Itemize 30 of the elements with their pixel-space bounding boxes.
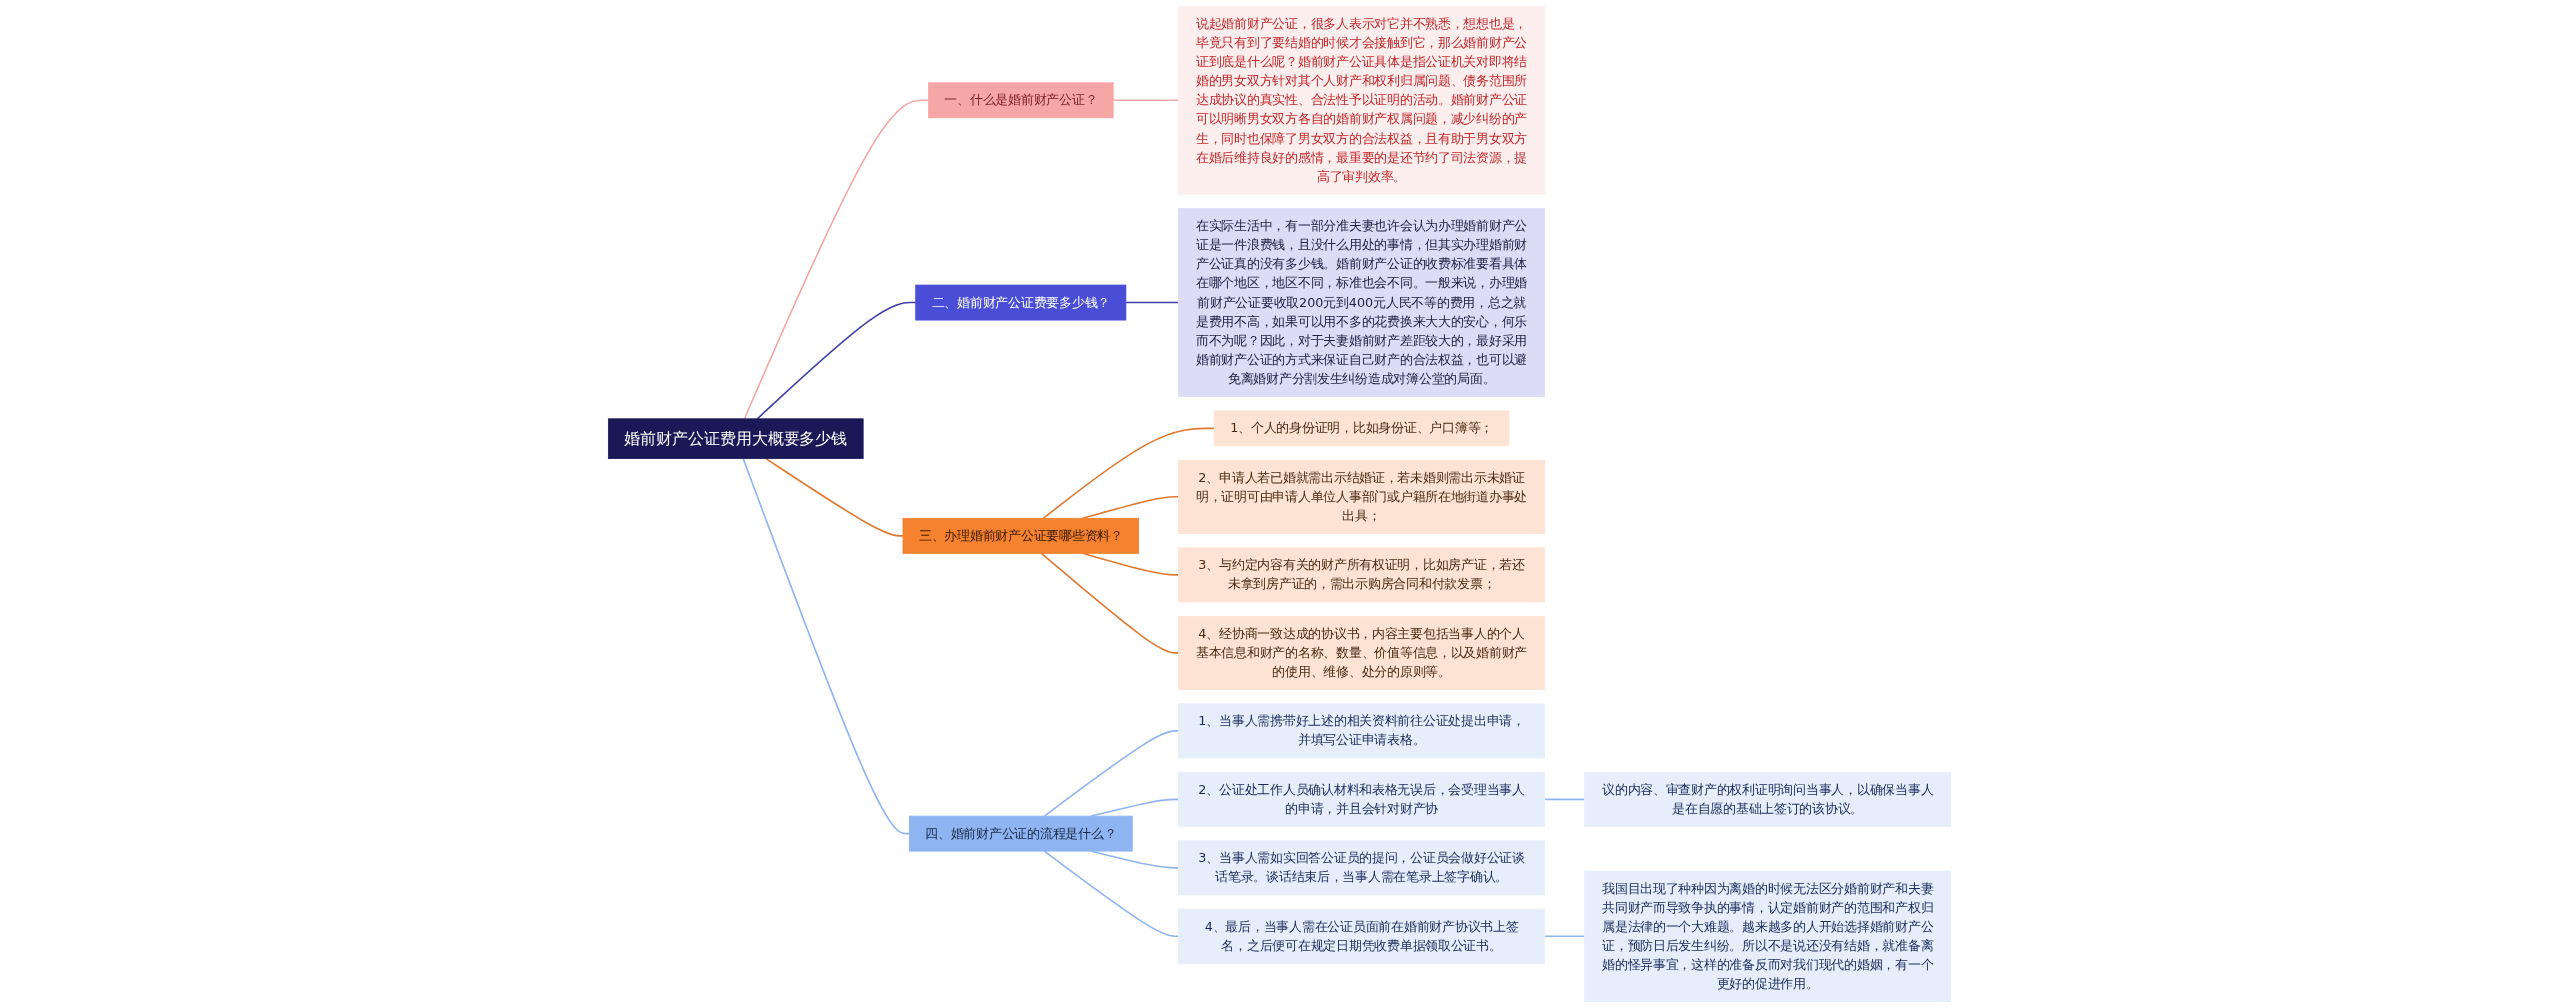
connector [1112,99,1180,102]
node-box: 3、与约定内容有关的财产所有权证明，比如房产证，若还未拿到房产证的，需出示购房合同和付款发票； [1178,547,1546,603]
connector [1043,730,1180,817]
connector [1125,301,1180,304]
node-box: 1、当事人需携带好上述的相关资料前往公证处提出申请，并填写公证申请表格。 [1178,703,1546,759]
connector [744,99,930,420]
node-box: 三、办理婚前财产公证要哪些资料？ [903,517,1140,554]
node-box: 3、当事人需如实回答公证员的提问，公证员会做好公证谈话笔录。谈话结束后，当事人需在笔录上签字确认。 [1178,840,1546,896]
node-box: 2、公证处工作人员确认材料和表格无误后，会受理当事人的申请，并且会针对财产协 [1178,771,1546,827]
node-box: 1、个人的身份证明，比如身份证、户口簿等； [1214,410,1510,447]
node-box: 在实际生活中，有一部分准夫妻也许会认为办理婚前财产公证是一件浪费钱，且没什么用处的事情，但其实办理婚前财产公证真的没有多少钱。婚前财产公证的收费标准要看具体在哪个地区，地区不同，标准也会不同。一般来说，办理婚前财产公证要收取200元到400元人民不等的费用，总之就是费用不高，如果可以用不多的花费换来大大的安心，何乐而不为呢？因此，对于夫妻婚前财产差距较大的，最好采用婚前财产公证的方式来保证自己财产的合法权益，也可以避免离婚财产分割发生纠纷造成对簿公堂的局面。 [1178,208,1546,397]
connector [742,457,911,835]
connector [756,301,917,420]
node-box: 四、婚前财产公证的流程是什么？ [909,815,1134,852]
node-box: 说起婚前财产公证，很多人表示对它并不熟悉，想想也是，毕竟只有到了要结婚的时候才会接触到它，那么婚前财产公证到底是什么呢？婚前财产公证具体是指公证机关对即将结婚的男女双方针对其个人财产和权利归属问题、债务范围所达成协议的真实性、合法性予以证明的活动。婚前财产公证可以明晰男女双方各自的婚前财产权属问题，减少纠纷的产生，同时也保障了男女双方的合法权益，且有助于男女双方在婚后维持良好的感情，最重要的是还节约了司法资源，提高了审判效率。 [1178,5,1546,195]
node-box: 婚前财产公证费用大概要多少钱 [608,418,864,459]
connector [1043,850,1180,938]
connector [1544,935,1586,938]
node-box: 二、婚前财产公证费要多少钱？ [915,284,1127,321]
connector [1082,496,1180,520]
node-box: 4、经协商一致达成的协议书，内容主要包括当事人的个人基本信息和财产的名称、数量、价值等信息，以及婚前财产的使用、维修、处分的原则等。 [1178,615,1546,690]
node-box: 我国目出现了种种因为离婚的时候无法区分婚前财产和夫妻共同财产而导致争执的事情，认定婚前财产的范围和产权归属是法律的一个大难题。越来越多的人开始选择婚前财产公证，预防日后发生纠纷。所以不是说还没有结婚，就准备离婚的怪异事宜，这样的准备反而对我们现代的婚姻，有一个更好的促进作用。 [1584,870,1952,1002]
connector [1544,798,1586,801]
connector [765,457,905,537]
node-box: 4、最后，当事人需在公证员面前在婚前财产协议书上签名，之后便可在规定日期凭收费单据领取公证书。 [1178,908,1546,964]
connector [1042,427,1216,520]
node-box: 2、申请人若已婚就需出示结婚证，若未婚则需出示未婚证明，证明可由申请人单位人事部门或户籍所在地街道办事处出具； [1178,459,1546,534]
node-box: 议的内容、审查财产的权利证明询问当事人，以确保当事人是在自愿的基础上签订的该协议。 [1584,771,1952,827]
connector [1041,552,1180,654]
node-box: 一、什么是婚前财产公证？ [928,82,1114,119]
